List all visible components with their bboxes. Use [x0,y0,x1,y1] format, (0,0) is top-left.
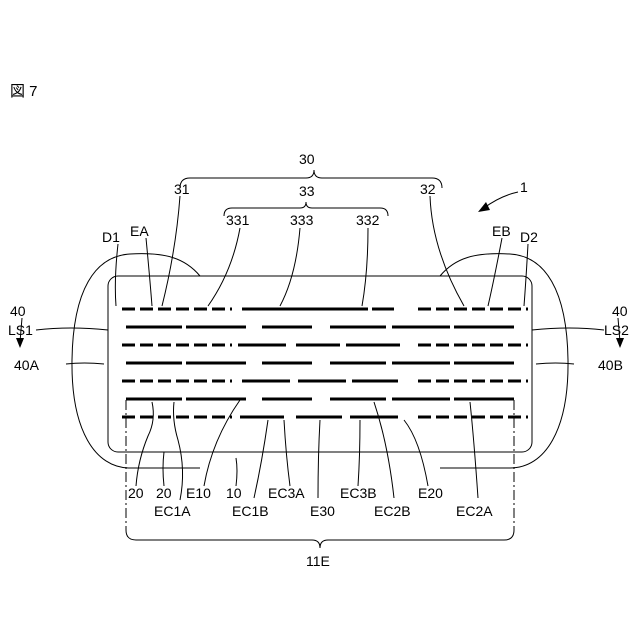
label-20-b: 20 [156,485,172,501]
label-D2: D2 [520,229,538,245]
arrow-40-right-icon [616,338,624,348]
external-electrode-right [440,254,568,468]
leader-lines-top [36,196,604,364]
label-D1: D1 [102,229,120,245]
leader-1 [484,192,518,208]
label-31: 31 [174,181,190,197]
label-E10: E10 [186,485,211,501]
label-EC1A: EC1A [154,503,191,519]
label-331: 331 [226,212,250,228]
label-LS1: LS1 [8,322,33,338]
label-E30: E30 [310,503,335,519]
label-40B: 40B [598,357,623,373]
label-EC3A: EC3A [268,485,305,501]
label-1: 1 [520,179,528,195]
label-10: 10 [226,485,242,501]
brace-11e [126,530,514,548]
arrow-1-icon [478,202,490,212]
label-32: 32 [420,181,436,197]
label-40-left: 40 [10,303,26,319]
label-11E: 11E [306,553,330,569]
label-EC2A: EC2A [456,503,493,519]
label-EC1B: EC1B [232,503,269,519]
label-40-right: 40 [612,303,628,319]
label-30: 30 [299,151,315,167]
label-EA: EA [130,223,149,239]
label-LS2: LS2 [604,322,629,338]
label-333: 333 [290,212,314,228]
arrow-40-left-icon [16,338,24,348]
label-EB: EB [492,223,511,239]
label-33: 33 [299,183,315,199]
label-EC3B: EC3B [340,485,377,501]
external-electrode-left [72,254,200,468]
label-40A: 40A [14,357,40,373]
label-20-a: 20 [128,485,144,501]
label-EC2B: EC2B [374,503,411,519]
label-E20: E20 [418,485,443,501]
figure-label: 図 7 [10,83,38,100]
label-332: 332 [356,212,380,228]
